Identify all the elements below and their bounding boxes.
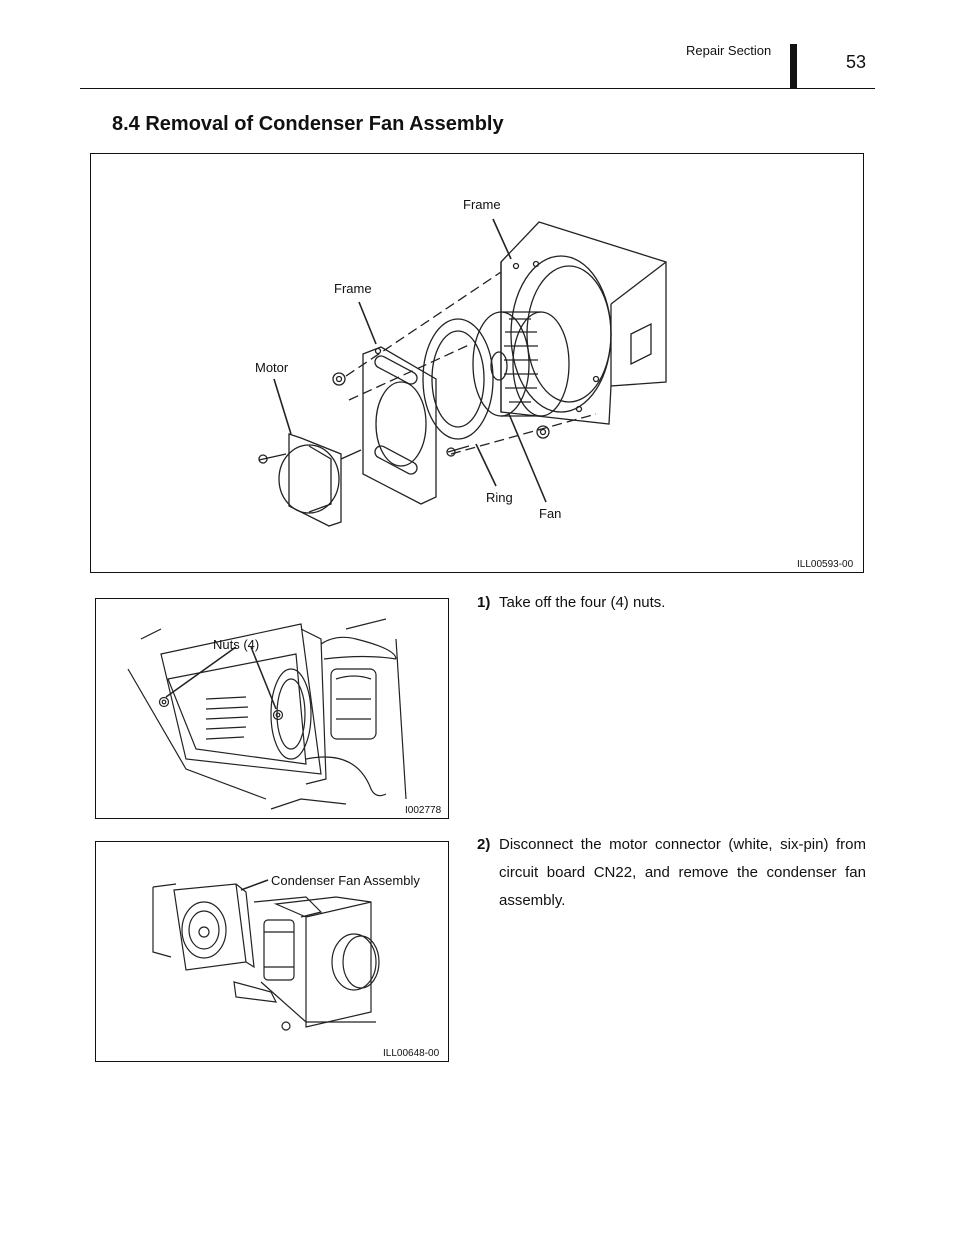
- step-text: Disconnect the motor connector (white, s…: [499, 836, 866, 909]
- assembly-figure: Condenser Fan Assembly ILL00648-00: [95, 841, 449, 1062]
- exploded-view-drawing: [258, 218, 667, 527]
- header-section-label: Repair Section: [686, 43, 772, 58]
- page-number: 53: [846, 52, 867, 72]
- nuts-figure: Nuts (4) I002778: [95, 598, 449, 819]
- label-frame-top: Frame: [463, 197, 501, 212]
- exploded-view-figure: Frame Frame Motor Ring Fan ILL00593-00: [90, 153, 864, 573]
- step-2: 2) Disconnect the motor connector (white…: [477, 831, 866, 915]
- nuts-drawing: [127, 618, 407, 810]
- figure-code: ILL00648-00: [383, 1048, 440, 1059]
- step-1: 1) Take off the four (4) nuts.: [477, 589, 866, 617]
- label-motor: Motor: [255, 360, 289, 375]
- assembly-drawing: [152, 879, 380, 1031]
- label-condenser-fan-assembly: Condenser Fan Assembly: [271, 873, 420, 888]
- step-number: 1): [477, 594, 491, 611]
- label-ring: Ring: [486, 490, 513, 505]
- step-text: Take off the four (4) nuts.: [499, 594, 666, 611]
- section-title: 8.4 Removal of Condenser Fan Assembly: [112, 113, 504, 135]
- label-nuts: Nuts (4): [213, 637, 260, 652]
- header-bar: [790, 44, 797, 88]
- label-frame-middle: Frame: [334, 281, 372, 296]
- figure-code: I002778: [405, 805, 442, 816]
- label-fan: Fan: [539, 506, 562, 521]
- figure-code: ILL00593-00: [797, 559, 854, 570]
- step-number: 2): [477, 836, 491, 853]
- header-rule: [80, 88, 875, 89]
